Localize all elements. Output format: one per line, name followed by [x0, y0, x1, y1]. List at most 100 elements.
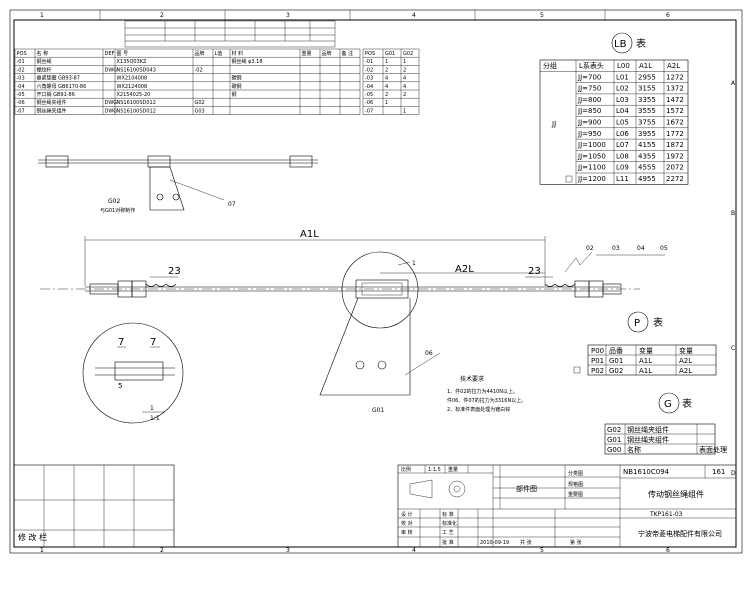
lb-cell: 1272 — [666, 73, 684, 81]
p-cell: P01 — [591, 357, 604, 365]
row-label-d: D — [731, 470, 736, 477]
tb-process: 工 艺 — [442, 530, 454, 536]
note-g02-symmetric: 与G01对称制作 — [100, 207, 135, 214]
dim-23-right: 23 — [528, 266, 541, 277]
label-g01: G01 — [372, 407, 384, 414]
parts-brand: G03 — [195, 108, 205, 114]
tb-total: 共 张 — [520, 539, 532, 546]
lb-header-4: A2L — [667, 62, 680, 70]
lb-cell: 3955 — [638, 130, 656, 138]
g-cell: G00 — [607, 446, 621, 454]
qty-cell: 4 — [385, 76, 388, 82]
col-label-5: 5 — [540, 12, 544, 19]
projection-symbol-circle — [448, 480, 466, 498]
parts-drawing: NS16100SD012 — [117, 100, 156, 106]
revision-block: 修 改 栏 — [13, 464, 175, 548]
parts-header-7: 重量 — [302, 50, 312, 57]
callout-04: 04 — [637, 245, 645, 252]
p-header: 品番 — [609, 347, 623, 355]
detail-scale: 1:1 — [150, 415, 160, 422]
col-label-3: 3 — [286, 12, 290, 19]
parts-def: DWG — [105, 67, 118, 73]
callout-05: 05 — [660, 245, 668, 252]
outer-border — [9, 9, 743, 554]
callout-03: 03 — [612, 245, 620, 252]
tb-view-label: 部件图 — [516, 484, 537, 493]
parts-def: DWG — [105, 100, 118, 106]
qty-cell: 1 — [385, 100, 388, 106]
dim-a2l: A2L — [455, 264, 474, 275]
parts-header-9: 备 注 — [342, 50, 354, 57]
parts-header-4: 品牌 — [195, 50, 205, 57]
lb-cell: L04 — [616, 107, 629, 115]
p-cell: P02 — [591, 367, 604, 375]
callout-07: 07 — [228, 201, 236, 208]
parts-drawing: NS16100SD043 — [117, 67, 156, 73]
parts-name: 钢丝绳夹组件 — [37, 107, 67, 114]
p-cell: G02 — [609, 367, 623, 375]
row-label-b: B — [731, 210, 735, 217]
tb-code: TKP161-03 — [649, 511, 683, 518]
g-cell: 钢丝绳夹组件 — [627, 425, 669, 434]
lb-cell: JJ=1050 — [577, 152, 606, 160]
parts-name: 六角螺母 GB6170-86 — [37, 83, 87, 90]
lb-cell: JJ=800 — [577, 96, 601, 104]
lb-cell: 1472 — [666, 96, 684, 104]
dim-23-left: 23 — [168, 266, 181, 277]
p-header: 变量 — [679, 346, 693, 355]
parts-pos: -01 — [17, 59, 25, 65]
tb-sheet: 第 张 — [570, 539, 582, 546]
tb-approve: 审 核 — [401, 529, 413, 536]
lb-header-3: A1L — [639, 62, 652, 70]
qty-cell: 1 — [403, 59, 406, 65]
parts-def: DWG — [105, 108, 118, 114]
parts-header-6: 材 料 — [232, 50, 244, 57]
lb-cell: JJ=850 — [577, 107, 601, 115]
qty-cell: -03 — [365, 76, 373, 82]
lb-cell: JJ=750 — [577, 85, 601, 93]
parts-material: 钢 — [232, 91, 237, 98]
parts-brand: -02 — [195, 67, 203, 73]
p-header: P00 — [591, 347, 604, 355]
col-label-4-bottom: 4 — [412, 547, 416, 554]
parts-name: 钢丝绳 — [37, 58, 52, 65]
callout-06: 06 — [425, 350, 433, 357]
dim-a1l: A1L — [300, 229, 319, 240]
col-label-1-bottom: 1 — [40, 547, 44, 554]
lb-header-1: L系表头 — [579, 61, 604, 70]
lb-header-2: L00 — [617, 62, 630, 70]
tech-req-1: 1、件02的拉力为4410N以上。 — [447, 388, 518, 395]
g-cell: 钢丝绳夹组件 — [627, 435, 669, 444]
tech-req-2: 件06、件07的拉力为3316N以上。 — [447, 397, 526, 404]
tolerance-strip — [124, 20, 336, 48]
lb-cell: 1772 — [666, 130, 684, 138]
main-assembly: 06 G01 A1L A2L 23 23 02 03 04 05 1 — [40, 229, 668, 414]
lb-cell: L11 — [616, 175, 629, 183]
lb-cell: JJ=900 — [577, 119, 601, 127]
qty-cell: -02 — [365, 67, 373, 73]
parts-drawing: NS16100SD012 — [117, 108, 156, 114]
parts-drawing: WX2124008 — [117, 84, 148, 90]
lb-symbol-circle — [611, 32, 633, 54]
parts-brand: G02 — [195, 100, 205, 106]
qty-cell: 1 — [385, 59, 388, 65]
tb-seq: 重要图 — [568, 491, 583, 498]
lb-cell: 1672 — [666, 119, 684, 127]
tb-plan: 规格图 — [568, 481, 583, 488]
lb-cell: JJ=1200 — [577, 175, 606, 183]
lb-cell: JJ=700 — [577, 73, 601, 81]
title-block: 比例 1:1.5 重量 分类图 规格图 重要图 部件图 NB1610C094 1… — [397, 464, 737, 548]
frame-row-labels: A B C D — [731, 80, 736, 477]
parts-pos: -04 — [17, 84, 25, 90]
projection-symbol-cone — [409, 479, 433, 499]
parts-header-2: DEF — [105, 51, 115, 57]
label-g02: G02 — [108, 198, 120, 205]
parts-pos: -03 — [17, 76, 25, 82]
parts-pos: -05 — [17, 92, 25, 98]
callout-1: 1 — [412, 260, 416, 267]
lb-suffix: 表 — [636, 37, 646, 50]
qty-cell: 2 — [385, 92, 388, 98]
row-label-a: A — [731, 80, 736, 87]
